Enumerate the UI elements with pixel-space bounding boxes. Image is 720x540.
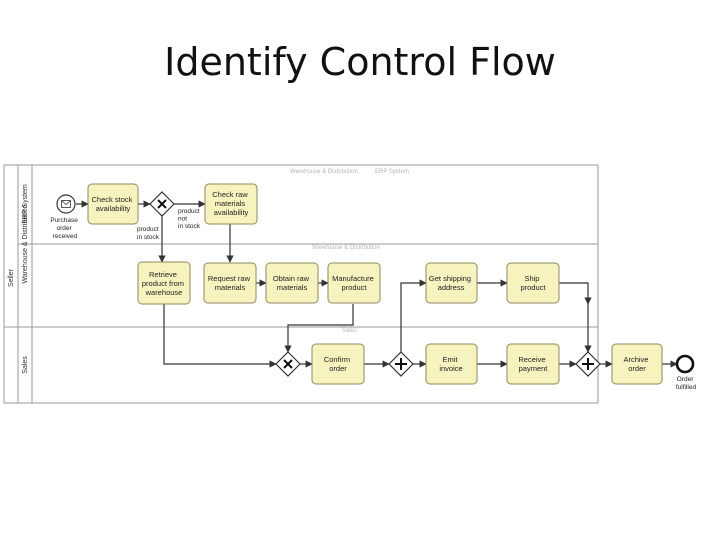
svg-text:Check stock availability: Check stock availability — [92, 195, 135, 213]
svg-text:Ship product: Ship product — [520, 274, 546, 292]
svg-text:Manufacture product: Manufacture product — [332, 274, 376, 292]
task-retrieve-product: Retrieve product from warehouse — [137, 261, 191, 305]
flow-label-line: not — [178, 216, 187, 223]
task-line: payment — [519, 364, 549, 373]
task-line: Retrieve — [149, 270, 177, 279]
lane-label-sales: Sales — [22, 356, 29, 374]
pool-label: Seller — [8, 268, 15, 287]
svg-text:Check raw materials: Check raw materials availability — [212, 190, 250, 217]
svg-text:Receive payment: Receive payment — [518, 355, 548, 373]
end-label-line: fulfilled — [676, 384, 697, 391]
task-line: Ship — [524, 274, 539, 283]
task-line: availability — [96, 204, 131, 213]
svg-text:Emit invoice: Emit invoice — [439, 355, 462, 373]
task-line: address — [438, 283, 465, 292]
task-receive-payment: Receive payment — [506, 343, 560, 385]
task-line: Emit — [442, 355, 458, 364]
svg-text:Get shipping address: Get shipping address — [429, 274, 473, 292]
task-get-shipping-address: Get shipping address — [425, 262, 478, 304]
sequence-flows — [76, 200, 678, 368]
message-envelope-icon — [61, 200, 71, 208]
task-line: materials — [277, 283, 308, 292]
x-icon — [157, 199, 167, 209]
task-line: order — [628, 364, 646, 373]
task-line: materials — [215, 199, 246, 208]
parallel-gateway-join — [575, 351, 601, 377]
svg-text:Request raw materials: Request raw materials — [208, 274, 252, 292]
task-line: Check stock — [92, 195, 133, 204]
flow-label-line: in stock — [137, 234, 160, 241]
task-line: invoice — [439, 364, 462, 373]
task-check-stock: Check stock availability — [87, 183, 139, 225]
end-event — [675, 354, 695, 374]
parallel-gateway-split — [388, 351, 414, 377]
end-label-line: Order — [677, 376, 694, 383]
end-event-label: Order fulfilled — [676, 376, 697, 391]
task-line: product from — [142, 279, 184, 288]
start-event — [56, 194, 76, 214]
lane-label-warehouse: Warehouse & Distribution — [22, 204, 29, 283]
task-manufacture-product: Manufacture product — [327, 262, 381, 304]
task-line: Archive — [623, 355, 648, 364]
start-label-line: Purchase — [50, 217, 78, 224]
task-line: Confirm — [324, 355, 350, 364]
exclusive-gateway-confirm — [275, 351, 301, 377]
task-request-raw-materials: Request raw materials — [203, 262, 257, 304]
svg-text:Archive order: Archive order — [623, 355, 650, 373]
task-line: product — [520, 283, 546, 292]
svg-text:Confirm order: Confirm order — [324, 355, 352, 373]
x-icon — [283, 359, 293, 369]
task-line: product — [341, 283, 367, 292]
lane-label-erp: ERP System — [22, 184, 29, 224]
task-line: warehouse — [145, 288, 183, 297]
flow-label-line: in stock — [178, 223, 201, 230]
task-line: materials — [215, 283, 246, 292]
task-confirm-order: Confirm order — [311, 343, 365, 385]
slide-title: Identify Control Flow — [164, 40, 556, 84]
flow-label-in-stock: product in stock — [137, 226, 161, 241]
task-emit-invoice: Emit invoice — [425, 343, 478, 385]
start-label-line: received — [53, 233, 78, 240]
plus-icon — [395, 358, 407, 370]
flow-label-not-in-stock: product not in stock — [178, 208, 202, 230]
task-line: availability — [214, 208, 249, 217]
start-label-line: order — [57, 225, 73, 232]
task-line: order — [329, 364, 347, 373]
faint-header-4: Sales — [342, 328, 357, 334]
faint-header-1: Warehouse & Distribution — [290, 169, 358, 175]
task-check-raw-materials: Check raw materials availability — [204, 183, 258, 225]
task-line: Obtain raw — [273, 274, 310, 283]
task-archive-order: Archive order — [611, 343, 663, 385]
flow-label-line: product — [137, 226, 159, 233]
task-line: Manufacture — [332, 274, 374, 283]
flow-label-line: product — [178, 208, 200, 215]
exclusive-gateway-stock — [149, 191, 175, 217]
task-line: Request raw — [208, 274, 251, 283]
task-ship-product: Ship product — [506, 262, 560, 304]
plus-icon — [582, 358, 594, 370]
svg-text:Retrieve product from: Retrieve product from warehouse — [142, 270, 186, 297]
task-line: Receive — [518, 355, 545, 364]
faint-header-3: Warehouse & Distribution — [312, 245, 380, 251]
faint-header-2: ERP System — [375, 169, 409, 175]
task-line: Get shipping — [429, 274, 471, 283]
svg-text:Obtain raw materials: Obtain raw materials — [273, 274, 311, 292]
task-obtain-raw-materials: Obtain raw materials — [265, 262, 319, 304]
start-event-label: Purchase order received — [50, 217, 79, 240]
task-line: Check raw — [212, 190, 248, 199]
